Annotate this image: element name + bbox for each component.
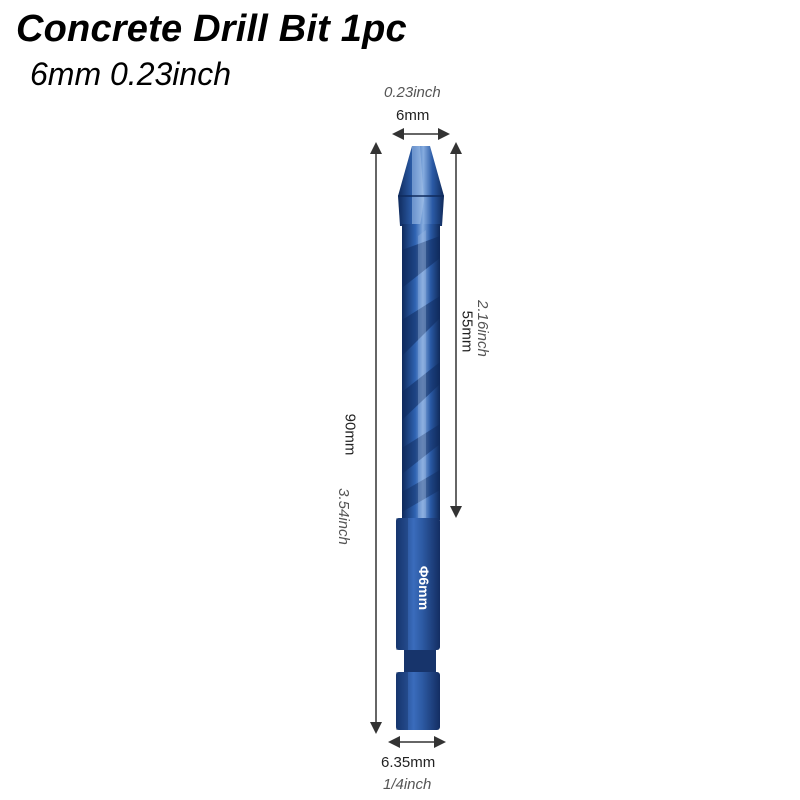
flute-length-inch-label: 2.16inch [473, 300, 491, 357]
flute-length-mm-label: 55mm [458, 310, 476, 353]
shank-width-inch-label: 1/4inch [383, 776, 432, 793]
drill-shank [396, 518, 440, 730]
total-length-mm-label: 90mm [341, 413, 359, 456]
total-length-inch-label: 3.54inch [334, 488, 352, 545]
product-subtitle: 6mm 0.23inch [30, 56, 231, 92]
shank-width-mm-label: 6.35mm [381, 754, 436, 771]
drill-flute [402, 224, 440, 520]
product-title: Concrete Drill Bit 1pc [16, 8, 407, 50]
tip-width-mm-label: 6mm [396, 107, 430, 124]
drill-tip [398, 146, 444, 226]
shank-marking: Φ6mm [416, 565, 433, 611]
tip-width-inch-label: 0.23inch [384, 84, 441, 101]
